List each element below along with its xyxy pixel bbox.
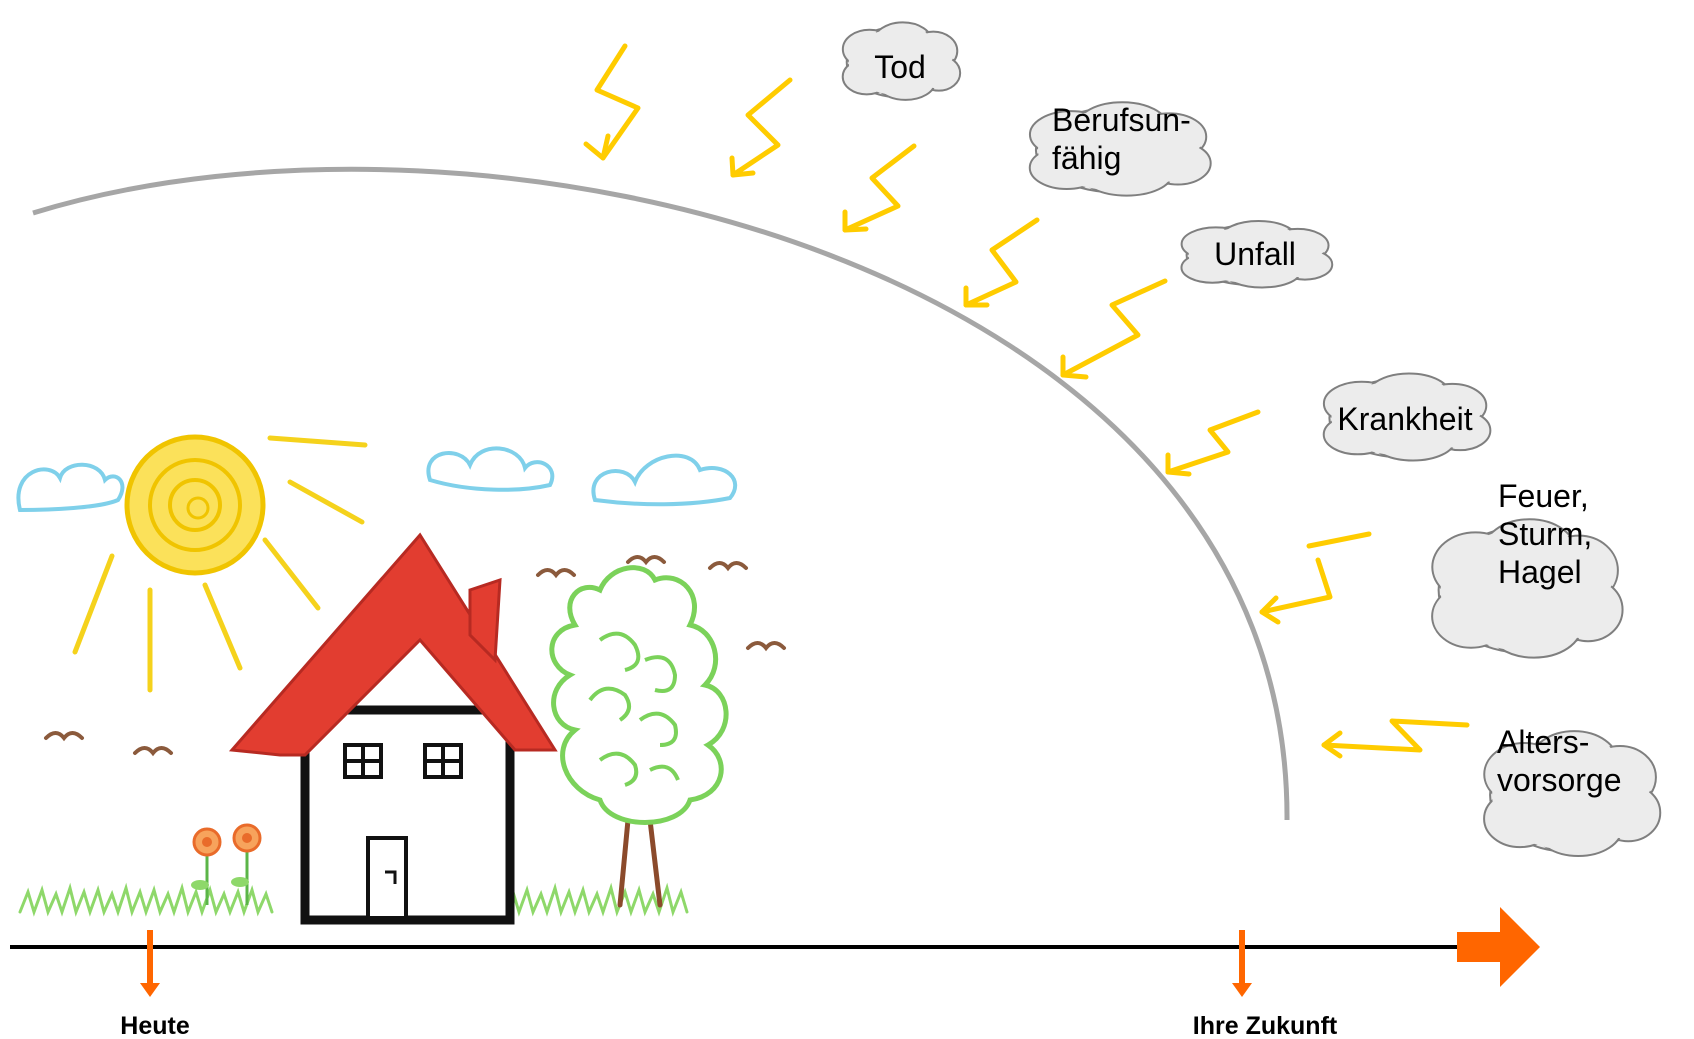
risk-cloud: Berufsun-fähig [1030,102,1211,196]
lightning-icon [586,46,638,158]
risk-cloud: Krankheit [1324,374,1491,461]
risk-label: Feuer,Sturm,Hagel [1498,478,1592,590]
risk-clouds: TodBerufsun-fähigUnfallKrankheitFeuer,St… [843,22,1661,856]
risk-cloud: Tod [843,22,960,99]
drawing-scene [18,437,784,920]
risk-cloud: Alters-vorsorge [1484,724,1660,856]
risk-cloud: Feuer,Sturm,Hagel [1432,478,1622,658]
risk-label-line: Sturm, [1498,516,1592,552]
timeline-end-label: Ihre Zukunft [1193,1012,1338,1039]
arrow-right-icon [1457,907,1540,987]
timeline-start-label: Heute [120,1012,190,1039]
risk-label-line: Berufsun- [1052,102,1191,138]
arrow-down-icon [1232,983,1252,997]
risk-label: Unfall [1214,236,1296,272]
lightning-icon [732,80,790,175]
lightning-icon [1168,412,1258,474]
risk-label-line: fähig [1052,140,1121,176]
sky-cloud-icon [428,448,735,504]
risk-label-line: Feuer, [1498,478,1589,514]
house-icon [232,535,555,920]
arrow-down-icon [140,983,160,997]
risk-label: Krankheit [1337,401,1472,437]
lightning-icon [1063,281,1165,377]
lightning-icon [1262,534,1369,622]
sky-cloud-icon [18,465,122,510]
lightning-icon [1324,721,1467,756]
risk-label: Tod [874,49,926,85]
lightning-icon [845,146,914,230]
risk-label-line: Tod [874,49,926,85]
risk-label-line: Krankheit [1337,401,1472,437]
tree-icon [552,568,726,905]
risk-label-line: Alters- [1497,724,1589,760]
risk-cloud: Unfall [1181,221,1332,287]
risk-label-line: Hagel [1498,554,1582,590]
risk-label-line: Unfall [1214,236,1296,272]
risk-label-line: vorsorge [1497,762,1622,798]
lightning-icon [966,220,1037,305]
timeline: Heute Ihre Zukunft [10,907,1540,1039]
